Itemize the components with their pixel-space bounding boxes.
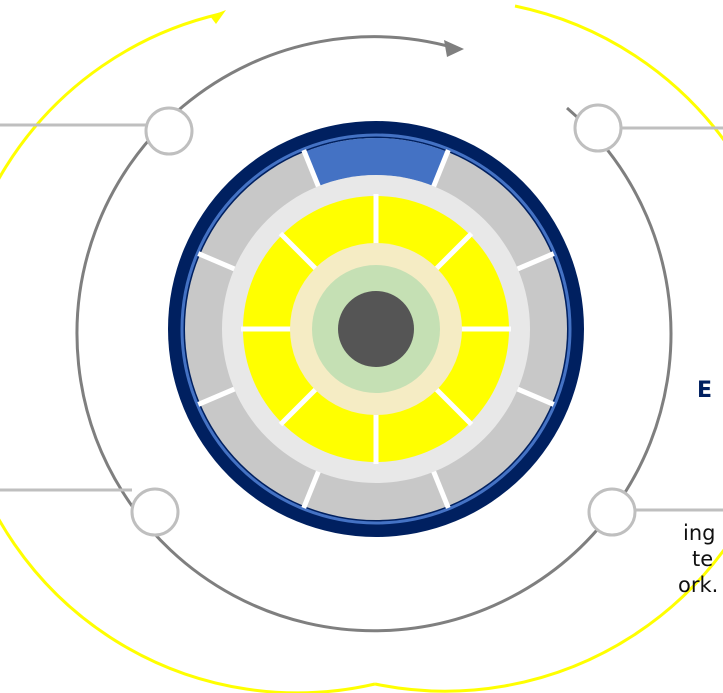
accent-segment: [302, 137, 450, 187]
band-divider-8: [197, 251, 239, 273]
band-dividers: [197, 149, 555, 509]
description-line-3-fragment: ork.: [678, 573, 719, 597]
core-divider-8: [278, 231, 319, 272]
band-divider-3: [513, 251, 555, 273]
core-divider-4: [433, 386, 474, 427]
core-dividers: [241, 194, 511, 464]
node-top-right: [573, 103, 623, 153]
outer-yellow-arc-left: [0, 12, 376, 693]
band-divider-4: [513, 385, 555, 407]
node-top-left: [144, 106, 194, 156]
mid-gray-arc: [75, 35, 673, 633]
description-line-1-fragment: ing: [683, 521, 716, 545]
core-divider-2: [433, 231, 474, 272]
pupil: [338, 291, 414, 367]
band-divider-2: [429, 149, 451, 191]
lens-rim-highlight: [180, 133, 572, 525]
outer-arrow-head-icon: [210, 10, 226, 24]
band-divider-7: [197, 385, 239, 407]
heading-fragment: E: [697, 378, 713, 403]
band-divider-5: [429, 467, 451, 509]
orbit-arrow-head-icon: [444, 40, 464, 57]
node-bottom-left: [130, 487, 180, 537]
node-bottom-right: [587, 487, 637, 537]
description-line-2-fragment: te: [692, 547, 714, 571]
core-divider-6: [278, 386, 319, 427]
outer-yellow-arc-right: [374, 4, 723, 693]
band-divider-6: [301, 467, 323, 509]
band-divider-1: [301, 149, 323, 191]
